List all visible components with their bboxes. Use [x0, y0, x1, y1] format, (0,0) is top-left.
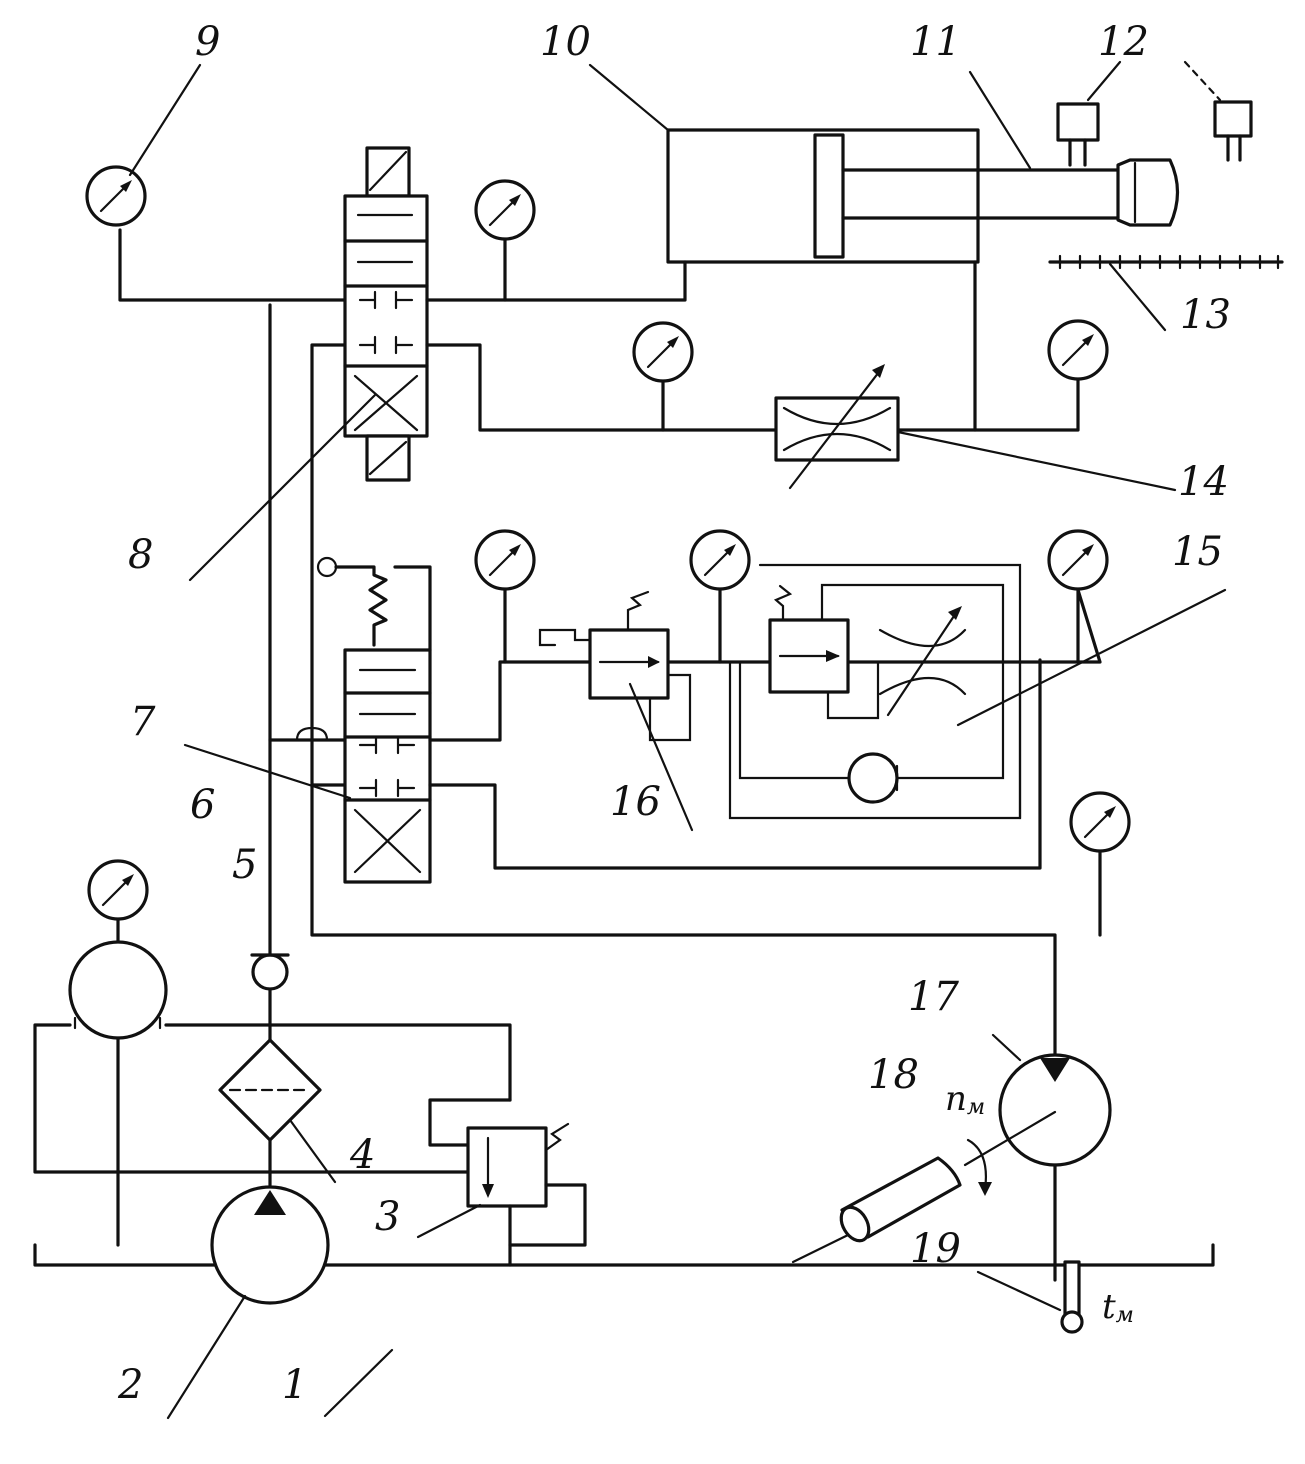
temperature-label: tм [1102, 1287, 1134, 1328]
label-15: 15 [1172, 529, 1223, 575]
pressure-gauge-icon [474, 529, 536, 591]
label-2: 2 [117, 1362, 143, 1408]
label-6: 6 [190, 782, 215, 828]
gauge-switch-6 [33, 940, 512, 1247]
label-3: 3 [375, 1194, 400, 1240]
label-11: 11 [910, 19, 961, 65]
regulator-lines [428, 588, 1102, 870]
pressure-gauge-icon [87, 859, 149, 921]
tank-line [33, 1243, 1215, 1267]
pressure-gauge-icon [85, 165, 147, 227]
label-9: 9 [195, 19, 220, 65]
label-8: 8 [128, 532, 153, 578]
throttle-icon [774, 364, 900, 490]
check-valve-icon [250, 953, 290, 991]
gauge-lines [116, 850, 1102, 947]
label-14: 14 [1178, 459, 1229, 505]
pressure-gauge-icon [1047, 529, 1109, 591]
linear-scale-13 [1048, 254, 1284, 270]
speed-regulator-15 [728, 563, 1022, 820]
label-7: 7 [130, 699, 156, 745]
directional-valve-8 [343, 146, 429, 482]
pump-icon [210, 1185, 330, 1305]
hydraulic-motor-icon [963, 1053, 1112, 1282]
label-1: 1 [282, 1362, 307, 1408]
cylinder-lines [425, 228, 1080, 432]
pressure-gauge-icon [1047, 319, 1109, 381]
label-19: 19 [910, 1226, 961, 1272]
pressure-gauge-icon [689, 529, 751, 591]
label-12: 12 [1098, 19, 1149, 65]
relief-valve-3 [428, 1098, 587, 1267]
speed-label: nм [945, 1079, 985, 1120]
pressure-gauge-icon [474, 179, 536, 241]
pressure-lines [118, 228, 1057, 1062]
label-18: 18 [868, 1052, 919, 1098]
filter-icon [218, 988, 322, 1187]
label-16: 16 [610, 779, 661, 825]
pressure-gauge-icon [632, 321, 694, 383]
thermometer-icon [1060, 1260, 1084, 1334]
label-10: 10 [540, 19, 591, 65]
label-4: 4 [349, 1132, 375, 1178]
label-5: 5 [232, 842, 257, 888]
leader-lines [128, 60, 1227, 1420]
label-17: 17 [908, 974, 959, 1020]
pressure-gauge-icon [1069, 791, 1131, 853]
tachometer-icon [839, 1138, 992, 1243]
hydraulic-cylinder-10 [666, 128, 1180, 264]
pressure-valve-16 [538, 590, 692, 742]
directional-valve-7 [295, 556, 432, 884]
limit-switch-icon [1056, 100, 1253, 167]
label-13: 13 [1180, 292, 1231, 338]
